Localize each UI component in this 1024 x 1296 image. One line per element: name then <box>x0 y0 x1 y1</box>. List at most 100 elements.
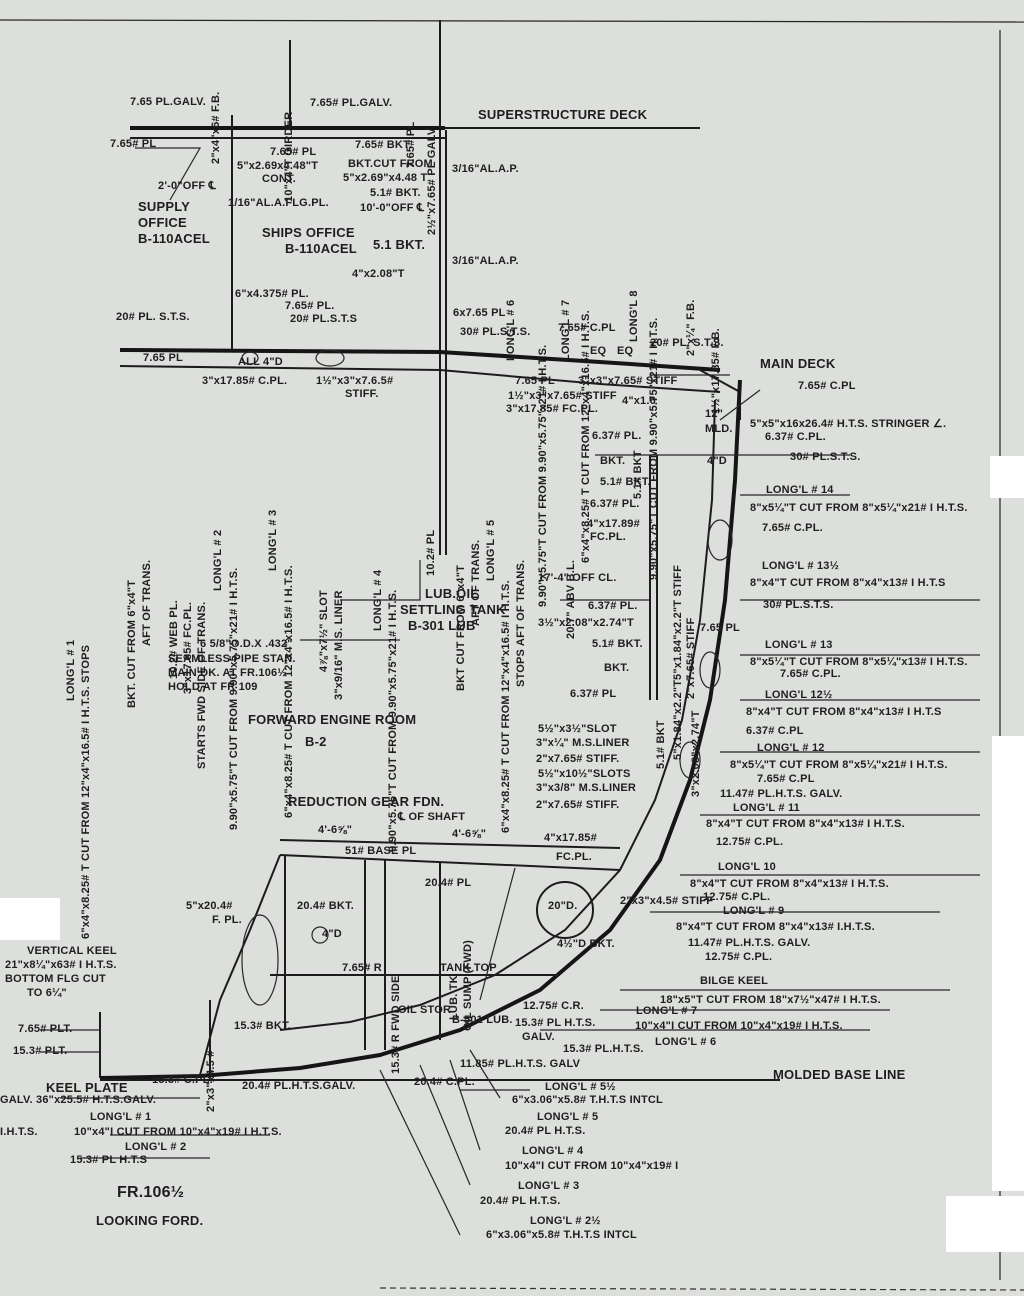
vertical-label: 6"x4"x8.25# T CUT FROM 12"x4"x16.5# I H.… <box>283 565 295 818</box>
20in-lightening-hole <box>536 881 594 939</box>
label: 10'-0"OFF ℄ <box>360 202 425 214</box>
label: LONG'L # 3 <box>518 1180 580 1192</box>
label: 15.3# PL H.T.S <box>70 1154 148 1166</box>
label: 5.1# BKT. <box>592 638 643 650</box>
label: 7.65# BKT. <box>355 139 413 151</box>
label: 8"x4"T CUT FROM 8"x4"x13# I H.T.S. <box>706 818 905 830</box>
vertical-label: LONG'L # 5 <box>485 519 497 581</box>
top-border-line <box>0 19 1024 23</box>
main-deck <box>119 348 721 372</box>
label: 7.65# C.PL <box>798 380 856 392</box>
label: 8"x5¼"T CUT FROM 8"x5¼"x21# I H.T.S. <box>730 759 948 771</box>
label: 20.4# PL <box>425 877 472 889</box>
label: 2"x7.65# STIFF. <box>536 753 620 765</box>
label: 18"x5"T CUT FROM 18"x7½"x47# I H.T.S. <box>660 994 881 1006</box>
label: 7.65# R <box>342 962 382 974</box>
label: BOTTOM FLG CUT <box>5 973 106 985</box>
label: 1½"x3"x7.65# STIFF <box>508 390 617 402</box>
label: 7.65# C.PL. <box>780 668 841 680</box>
label: BKT.CUT FROM <box>348 158 433 170</box>
oil-sump-line <box>479 867 516 1001</box>
label: TO 6¼" <box>27 987 67 999</box>
label: 51# BASE PL <box>345 845 417 857</box>
vertical-label: 3"x9/16" M.S. LINER <box>333 590 345 700</box>
vertical-label: LONG'L # 3 <box>267 509 279 571</box>
label: MLD. <box>705 423 733 435</box>
label: 8"x4"T CUT FROM 8"x4"x13# I H.T.S <box>750 577 946 589</box>
label: 5.1# BKT. <box>370 187 421 199</box>
label: 1/16"AL.A.FLG.PL. <box>228 197 329 209</box>
label: 5"x2.69x4.48"T <box>237 160 319 172</box>
label: MOLDED BASE LINE <box>773 1067 906 1082</box>
label: 5"x5"x16x26.4# H.T.S. STRINGER ∠. <box>750 418 947 430</box>
vertical-label: 9.90"x5.75"T CUT FROM 9.90"x5.75"x21# I … <box>537 344 549 607</box>
label: 12.75# C.PL. <box>705 951 773 963</box>
label: LONG'L # 5 <box>537 1111 599 1123</box>
label: 5"x2.69"x4.48 T <box>343 172 428 184</box>
label: 3/16"AL.A.P. <box>452 163 519 175</box>
label: 8"x4"T CUT FROM 8"x4"x13# I H.T.S. <box>690 878 889 890</box>
label: 3/16"AL.A.P. <box>452 255 519 267</box>
label: EQ <box>617 345 634 357</box>
foundation-slot <box>241 914 279 1006</box>
label: OIL STOR <box>398 1004 452 1016</box>
label: 2"x7.65# STIFF. <box>536 799 620 811</box>
vertical-label: LONG'L # 2 <box>212 529 224 591</box>
label: 20# PL.S.T.S <box>290 313 358 325</box>
vertical-label: 2"x¼" F.B. <box>685 299 697 356</box>
label: BKT. <box>600 455 626 467</box>
label: 20# PL. S.T.S. <box>116 311 190 323</box>
vertical-label: 10.2# PL <box>425 529 437 576</box>
label: LONG'L # 13 <box>765 639 833 651</box>
label: 5.1 BKT. <box>373 237 426 252</box>
label: 4"x17.89# <box>587 518 640 530</box>
label: 3½"x2.08"x2.74"T <box>538 617 634 629</box>
label: 7.65 PL <box>143 352 183 364</box>
label: GALV. 36"x25.5# H.T.S.GALV. <box>0 1094 157 1106</box>
label: 17'-4" OFF CL. <box>538 572 617 584</box>
label: 5½"x3½"SLOT <box>538 723 617 735</box>
vertical-label: 6"x4"x8.25# T CUT FROM 12"x4"x16.5# I H.… <box>500 580 512 833</box>
label: 4"D <box>322 928 342 940</box>
label: KEEL PLATE <box>46 1080 128 1095</box>
label: LONG'L # 2½ <box>530 1215 601 1227</box>
label: B-2 <box>305 734 327 749</box>
label: 7.65# PL. <box>285 300 335 312</box>
label: 6 5/8"O.D.X .432" <box>200 638 293 650</box>
label: 6.37# PL. <box>590 498 640 510</box>
label: 7.65# PL <box>110 138 157 150</box>
label: ALL 4"D <box>238 356 283 368</box>
vertical-label: 2½"x7.65# PL GALV. <box>426 125 438 235</box>
label: MAIN DECK <box>760 356 836 371</box>
label: 7.65 PL <box>515 375 555 387</box>
label: 30# PL.S.T.S. <box>790 451 861 463</box>
label: SUPPLY <box>138 199 191 214</box>
label: 7.65# C.PL <box>757 773 815 785</box>
label: LONG'L # 6 <box>655 1036 717 1048</box>
vertical-label: 10.2# WEB PL. <box>168 599 180 679</box>
vertical-label: 6"x4"x8.25# T CUT FROM 12"x4"x16.5# I H.… <box>80 644 92 939</box>
vertical-label: LONG'L # 7 <box>560 299 572 361</box>
margin-patch <box>0 898 60 940</box>
vertical-label: LONG'L # 1 <box>65 639 77 701</box>
label: F. PL. <box>212 914 242 926</box>
label: BKT. <box>604 662 630 674</box>
label: 3"x3"x7.65# STIFF <box>578 375 678 387</box>
label: 7.65 PL <box>700 622 740 634</box>
label: 5.1# BKT. <box>600 476 651 488</box>
vertical-label: 5.1# BKT <box>655 720 667 769</box>
label: GALV. <box>522 1031 555 1043</box>
label: 4"D <box>707 455 727 467</box>
label: 7.65# C.PL. <box>762 522 823 534</box>
label: FC.PL. <box>556 851 593 863</box>
vertical-label: AFT OF TRANS. <box>141 559 153 646</box>
label: 15.3# BKT. <box>234 1020 292 1032</box>
margin-patch <box>946 1196 1024 1252</box>
label: 3"x17.85# FC.PL. <box>506 403 599 415</box>
label: SUPERSTRUCTURE DECK <box>478 107 648 122</box>
base-plate <box>279 854 621 871</box>
label: LONG'L 12½ <box>765 689 833 701</box>
label: 8"x4"T CUT FROM 8"x4"x13# I.H.T.S. <box>676 921 875 933</box>
label: 6"x3.06"x5.8# T.H.T.S INTCL <box>512 1094 663 1106</box>
